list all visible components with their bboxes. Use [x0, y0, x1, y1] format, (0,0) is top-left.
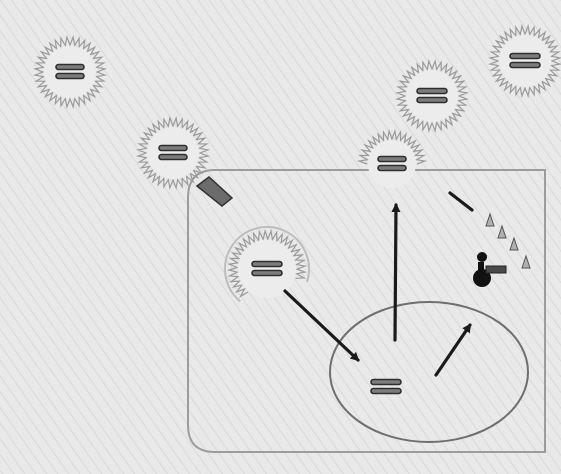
- cones-group: [485, 212, 531, 269]
- arrow-icon: [391, 203, 401, 342]
- equals-nodes: [32, 23, 561, 395]
- cone-icon: [485, 212, 495, 227]
- cone-icon: [509, 236, 519, 251]
- equals-sun-icon: [135, 115, 211, 191]
- arrows: [283, 191, 474, 377]
- cone-icon: [521, 254, 531, 269]
- arrow-icon: [434, 323, 472, 377]
- hub-ellipse: [329, 301, 529, 443]
- arrow-icon: [448, 191, 474, 212]
- equals-sun-icon: [487, 23, 561, 99]
- gate-icon: [195, 176, 234, 207]
- person-with-flag-icon: [473, 252, 507, 287]
- cone-icon: [497, 224, 507, 239]
- hub-equals-icon: [370, 378, 402, 395]
- equals-sun-icon: [394, 58, 470, 134]
- arrow-icon: [283, 289, 360, 362]
- equals-sun-icon: [32, 34, 108, 110]
- region-boundary: [187, 169, 546, 453]
- equals-half-sun-icon: [356, 128, 428, 188]
- equals-half-sun-icon: [224, 226, 310, 303]
